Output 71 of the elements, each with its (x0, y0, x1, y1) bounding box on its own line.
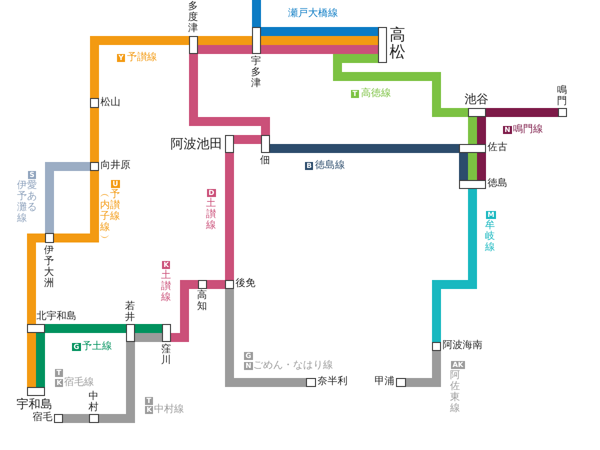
rail-line (27, 333, 36, 387)
station-name: 鳴門 (557, 84, 567, 106)
rail-line (45, 162, 90, 233)
station-name: 佐古 (488, 143, 508, 153)
line-name: 予土線 (82, 342, 112, 352)
rail-line (54, 171, 99, 242)
station-name: 伊予大洲 (44, 244, 54, 288)
station-name: 松山 (100, 98, 120, 108)
line-name: 中村線 (154, 405, 184, 415)
station-name: 多度津 (188, 0, 198, 34)
line-name: 土讃線 (206, 198, 216, 231)
rail-line (261, 45, 378, 54)
station-name: 高知 (197, 290, 207, 312)
rail-line (477, 117, 486, 144)
rail-line (198, 36, 252, 45)
station-name: 宿毛 (32, 413, 52, 423)
rail-line (252, 0, 261, 27)
rail-line (225, 153, 234, 280)
rail-line (486, 108, 558, 117)
station-name: 宇和島 (16, 398, 52, 410)
station-name: 中村 (88, 390, 98, 412)
station-name: 阿波池田 (170, 137, 222, 150)
station-name: 宇多津 (251, 56, 261, 88)
rail-line (261, 36, 378, 45)
rail-line (135, 333, 162, 342)
rail-line (333, 54, 468, 117)
rail-line (468, 153, 477, 180)
station-name: 若井 (125, 300, 135, 322)
rail-line (45, 324, 126, 333)
station-name: 池谷 (464, 92, 488, 104)
station-name: 奈半利 (318, 377, 348, 387)
line-name: 予讃線 (127, 53, 157, 63)
station-name: 後免 (236, 279, 256, 289)
line-name: 鳴門線 (513, 125, 543, 135)
station-name: 阿波海南 (442, 341, 482, 351)
line-name: 愛ある伊予灘線 (17, 180, 37, 224)
station-name: 徳島 (488, 179, 508, 189)
station-name: 佃 (260, 154, 270, 166)
line-name: 牟岐線 (485, 220, 495, 253)
rail-line (477, 153, 486, 180)
rail-line (198, 45, 252, 54)
line-name: 高徳線 (361, 89, 391, 99)
rail-line (63, 414, 89, 423)
line-name: 瀬戸大橋線 (288, 9, 338, 19)
line-name: 宿毛線 (64, 378, 94, 388)
line-name: ごめん・なはり線 (253, 361, 333, 371)
rail-line (90, 108, 99, 162)
rail-line (36, 333, 45, 387)
rail-line (468, 117, 477, 144)
rail-line (99, 342, 135, 423)
station-name: 高松 (390, 26, 406, 62)
line-name: 徳島線 (315, 161, 345, 171)
station-name: 向井原 (100, 161, 130, 171)
rail-line (225, 289, 306, 387)
rail-line (27, 234, 45, 324)
rail-line (432, 189, 477, 342)
rail-line (459, 153, 468, 180)
rail-line (135, 324, 162, 333)
rail-line (90, 36, 189, 98)
station-name: 甲浦 (374, 377, 394, 387)
line-name: 阿佐東線 (450, 370, 460, 414)
rail-line (207, 280, 225, 289)
rail-line (270, 144, 459, 153)
station-name: 窪川 (161, 344, 171, 366)
station-name: 北宇和島 (36, 312, 76, 322)
rail-line (171, 280, 198, 342)
rail-line (189, 54, 270, 135)
line-name: 予讃線︵内子線︶ (100, 189, 120, 244)
line-name: 土讃線 (161, 270, 171, 303)
rail-line (261, 27, 378, 36)
rail-line (234, 135, 261, 144)
